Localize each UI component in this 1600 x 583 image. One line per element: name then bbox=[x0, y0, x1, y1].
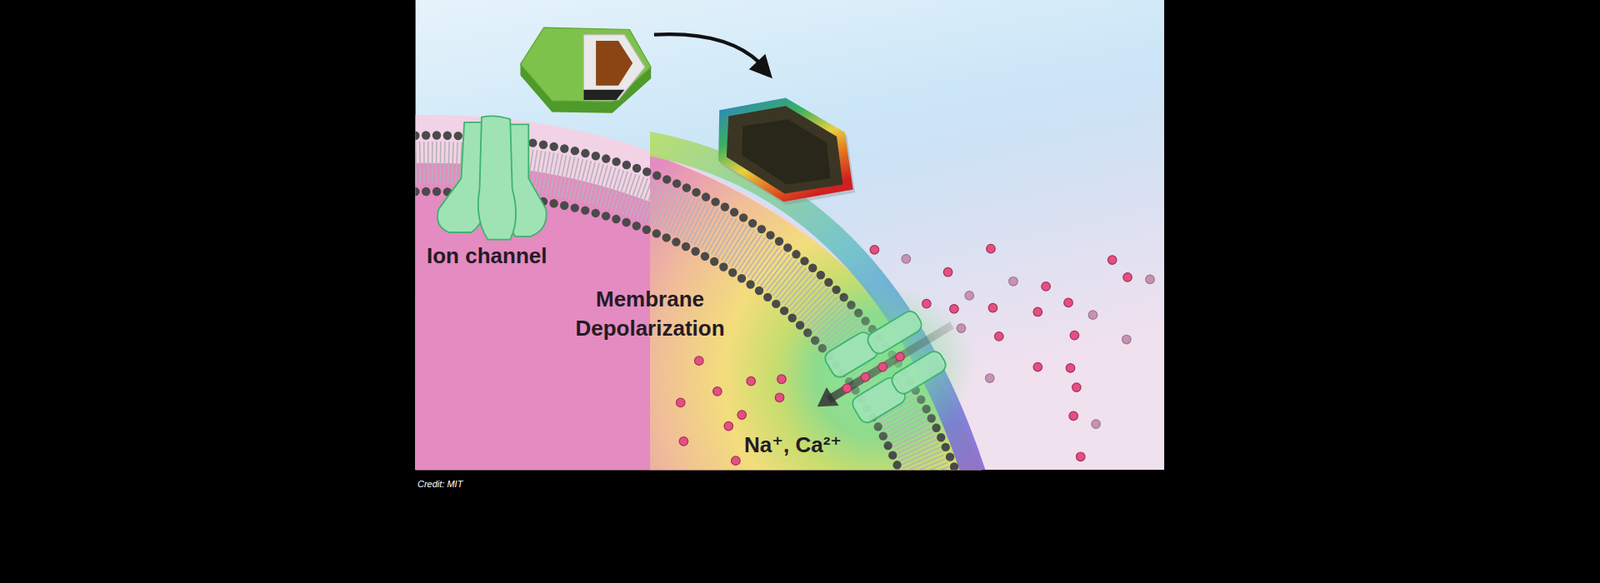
ion-flow-arrowhead bbox=[817, 387, 840, 407]
depolarization-region bbox=[650, 118, 985, 470]
label-slot: Na⁺, Ca²⁺ bbox=[744, 430, 842, 460]
ion-dot bbox=[922, 299, 932, 309]
channel-subunit bbox=[478, 115, 516, 240]
ion-dot bbox=[986, 244, 996, 254]
ion-dot bbox=[895, 352, 905, 362]
particle-layer bbox=[583, 90, 625, 100]
ion-dot bbox=[1091, 420, 1101, 430]
particle-heat-edge bbox=[718, 97, 854, 202]
nanoparticle-cutaway bbox=[520, 27, 651, 114]
ion-dot bbox=[724, 421, 734, 431]
ion-dot bbox=[860, 373, 870, 383]
particle-shell bbox=[520, 27, 651, 102]
particle-core bbox=[595, 40, 633, 86]
ion-dot bbox=[675, 398, 685, 408]
nanoparticle-heated bbox=[718, 97, 855, 205]
ion-label: Na⁺, Ca²⁺ bbox=[744, 430, 842, 460]
ion-dot bbox=[777, 375, 787, 385]
channel-subunit bbox=[889, 348, 950, 397]
ion-dot bbox=[679, 437, 689, 447]
label-slot: Membrane Depolarization bbox=[554, 285, 746, 344]
ion-dot bbox=[1072, 383, 1082, 393]
ion-dot bbox=[1069, 411, 1079, 421]
particle-core bbox=[741, 119, 831, 185]
panel bbox=[415, 0, 1165, 470]
ion-dot bbox=[988, 303, 998, 313]
ion-dot bbox=[1123, 273, 1133, 283]
ion-dot bbox=[1088, 310, 1098, 320]
ion-dot bbox=[995, 332, 1005, 342]
transition-arrowhead bbox=[749, 54, 773, 79]
caption-slot: Credit: MIT bbox=[417, 475, 463, 491]
ion-dot bbox=[943, 267, 953, 277]
ion-dot bbox=[878, 362, 888, 372]
ion-dot bbox=[950, 305, 960, 315]
ions bbox=[675, 244, 1155, 465]
ion-dot bbox=[1145, 275, 1155, 285]
ion-dot bbox=[901, 255, 911, 265]
ion-dot bbox=[713, 387, 723, 397]
process-label: Membrane Depolarization bbox=[554, 285, 746, 344]
ion-dot bbox=[870, 245, 880, 255]
ion-dot bbox=[1009, 277, 1019, 287]
particle-body bbox=[726, 105, 844, 194]
ion-dot bbox=[1065, 364, 1075, 374]
ion-dot bbox=[775, 393, 785, 403]
ion-dot bbox=[1070, 330, 1080, 340]
ion-dot bbox=[1064, 298, 1074, 308]
ion-dot bbox=[985, 374, 995, 384]
label-slot: Ion channel bbox=[426, 241, 547, 271]
ion-dot bbox=[842, 384, 852, 394]
ion-dot bbox=[731, 456, 741, 466]
particle-layer bbox=[583, 35, 645, 100]
ion-flow-arrow bbox=[828, 325, 952, 400]
channel-glow bbox=[790, 285, 975, 450]
ion-dot bbox=[956, 324, 966, 334]
ion-dot bbox=[695, 356, 705, 366]
transition-arrow bbox=[654, 34, 760, 64]
ion-channel-closed bbox=[437, 115, 547, 240]
depolarization-gradient bbox=[650, 118, 985, 470]
ion-dot bbox=[1033, 307, 1043, 317]
ion-dot bbox=[1075, 452, 1085, 462]
image-credit: Credit: MIT bbox=[417, 478, 463, 490]
ion-dot bbox=[737, 410, 747, 420]
ion-dot bbox=[965, 291, 975, 301]
ion-dot bbox=[1107, 255, 1117, 265]
ion-channel-open bbox=[822, 303, 952, 426]
ion-dot bbox=[746, 376, 756, 386]
ion-dot bbox=[1033, 362, 1043, 372]
pericellular-zone bbox=[415, 115, 985, 470]
ion-dot bbox=[1041, 282, 1051, 292]
part-label: Ion channel bbox=[426, 241, 547, 271]
ion-dot bbox=[1122, 335, 1132, 345]
